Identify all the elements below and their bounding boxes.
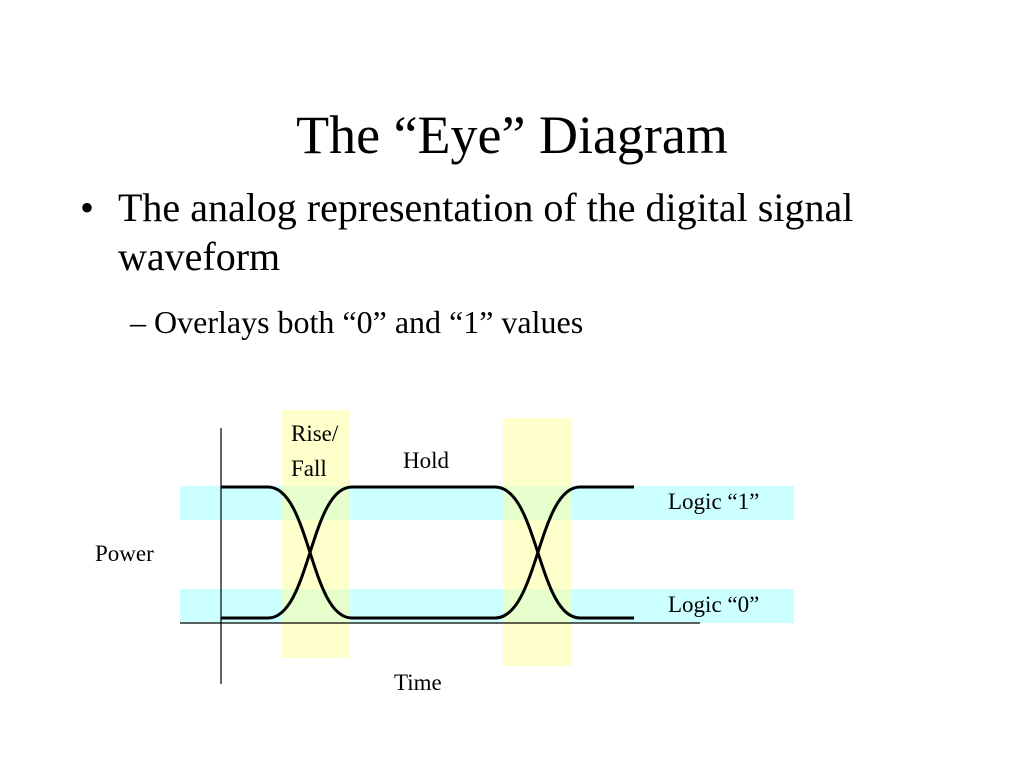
x-axis-label: Time — [394, 670, 442, 695]
rise-fall-label: Fall — [291, 456, 327, 481]
overlap-region — [503, 486, 572, 520]
slide-title: The “Eye” Diagram — [296, 105, 728, 165]
logic-one-label: Logic “1” — [668, 489, 759, 514]
logic-zero-label: Logic “0” — [668, 592, 759, 617]
hold-label: Hold — [403, 448, 450, 473]
transition-band-2 — [503, 418, 572, 666]
waveform-rising-1 — [221, 485, 430, 620]
y-axis-label: Power — [95, 541, 154, 566]
bullet-marker: • — [80, 185, 95, 230]
overlap-region — [282, 589, 350, 623]
bullet-text: The analog representation of the digital… — [118, 185, 854, 279]
rise-fall-label: Rise/ — [291, 421, 339, 446]
waveform-rising-2 — [430, 485, 634, 620]
sub-bullet-text: – Overlays both “0” and “1” values — [130, 304, 584, 340]
